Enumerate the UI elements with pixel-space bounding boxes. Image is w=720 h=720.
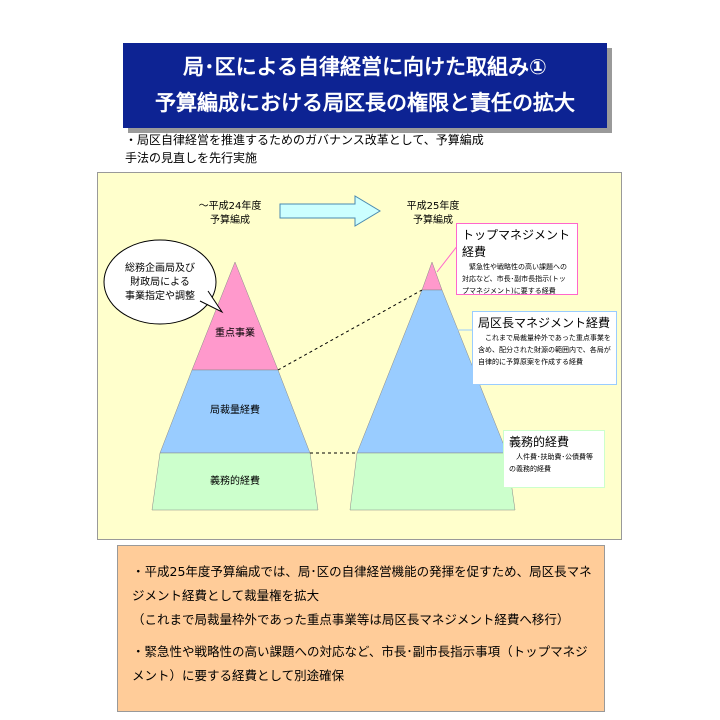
- arrow-icon: [279, 195, 381, 227]
- tier-label-mandatory: 義務的経費: [210, 476, 260, 487]
- callout-line: 総務企画局及び: [125, 263, 195, 274]
- callout-line: 財政局による: [130, 277, 190, 288]
- note-body: 人件費･扶助費･公債費等の義務的経費: [509, 453, 593, 473]
- right-tier-top: [421, 261, 443, 291]
- right-label-sub: 予算編成: [413, 215, 453, 226]
- note-body: これまで局裁量枠外であった重点事業を含め、配分された財源の範囲内で、各局が自律的…: [478, 334, 611, 366]
- left-label: ～平成24年度 予算編成: [185, 200, 275, 228]
- note-heading: 局区長マネジメント経費: [478, 316, 611, 330]
- title-line-1: 局･区による自律経営に向けた取組み①: [183, 55, 547, 79]
- page-title: 局･区による自律経営に向けた取組み① 予算編成における局区長の権限と責任の拡大: [123, 43, 607, 128]
- callout-line: 事業指定や調整: [125, 291, 195, 302]
- summary-box: ・平成25年度予算編成では、局･区の自律経営機能の発揮を促すため、局区長マネジメ…: [117, 545, 605, 712]
- title-line-2: 予算編成における局区長の権限と責任の拡大: [155, 91, 575, 115]
- note-top-management: トップマネジメント経費 緊急性や戦略性の高い課題への対応など、市長･副市長指示(…: [456, 223, 578, 295]
- right-label: 平成25年度 予算編成: [388, 200, 478, 228]
- note-body: 緊急性や戦略性の高い課題への対応など、市長･副市長指示(トップマネジメント)に要…: [462, 263, 567, 295]
- summary-item: ・緊急性や戦略性の高い課題への対応など、市長･副市長指示事項（トップマネジメント…: [132, 644, 588, 683]
- note-heading: 義務的経費: [509, 435, 570, 449]
- callout-text: 総務企画局及び 財政局による 事業指定や調整: [110, 262, 210, 304]
- note-bureau-management: 局区長マネジメント経費 これまで局裁量枠外であった重点事業を含め、配分された財源…: [472, 311, 617, 385]
- intro-text: ・局区自律経営を推進するためのガバナンス改革として、予算編成手法の見直しを先行実…: [125, 133, 484, 165]
- callout-bubble: [103, 239, 217, 325]
- right-label-year: 平成25年度: [406, 201, 460, 212]
- right-tier-bottom: [349, 452, 516, 511]
- tier-label-priority: 重点事業: [215, 328, 255, 339]
- summary-item: ・平成25年度予算編成では、局･区の自律経営機能の発揮を促すため、局区長マネジメ…: [132, 564, 592, 627]
- tier-label-discretionary: 局裁量経費: [210, 405, 260, 416]
- left-label-sub: 予算編成: [210, 215, 250, 226]
- left-tier-bottom: [151, 452, 319, 511]
- note-mandatory: 義務的経費 人件費･扶助費･公債費等の義務的経費: [503, 430, 605, 488]
- note-heading: トップマネジメント経費: [462, 228, 571, 259]
- left-label-year: ～平成24年度: [198, 201, 262, 212]
